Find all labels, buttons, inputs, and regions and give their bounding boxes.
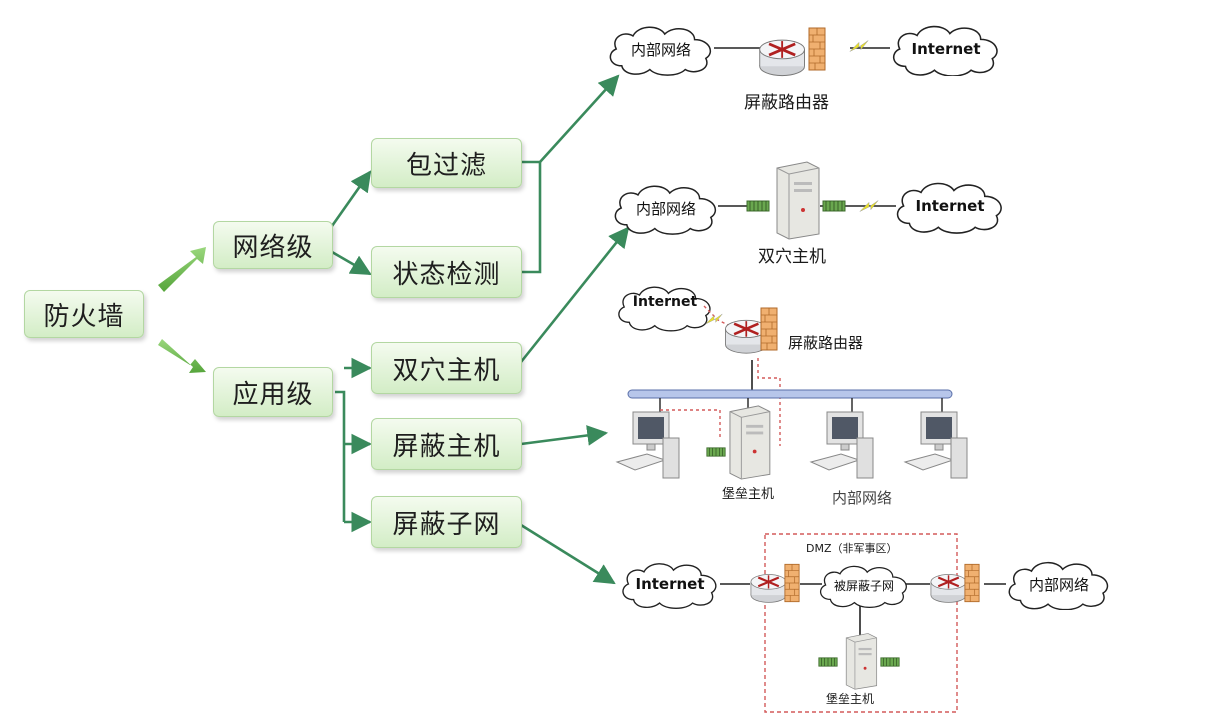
network-level-box: 网络级 — [213, 221, 333, 269]
d3-router-label: 屏蔽路由器 — [788, 334, 864, 352]
d3-internal-label: 内部网络 — [832, 489, 893, 507]
screened-subnet-box: 屏蔽子网 — [371, 496, 522, 548]
big-arrow-down — [158, 339, 206, 373]
app-level-box: 应用级 — [213, 367, 333, 417]
big-arrow-up — [158, 247, 206, 292]
d2-internet-label: Internet — [915, 197, 985, 215]
diagram2 — [614, 161, 1002, 240]
screened-host-box: 屏蔽主机 — [371, 418, 522, 470]
d1-internal-label: 内部网络 — [630, 40, 691, 59]
d4-internal-label: 内部网络 — [1028, 575, 1089, 594]
packet-filter-box: 包过滤 — [371, 138, 522, 188]
diagram4 — [622, 533, 1109, 713]
d2-caption: 双穴主机 — [758, 247, 826, 267]
d4-internet-label: Internet — [635, 575, 705, 593]
d2-internal-label: 内部网络 — [635, 199, 696, 218]
d1-internet-label: Internet — [911, 40, 981, 58]
d1-caption: 屏蔽路由器 — [744, 93, 829, 113]
tree-connectors — [330, 74, 630, 585]
diagram3 — [616, 286, 968, 480]
d4-dmz-label: DMZ（非军事区） — [806, 542, 898, 555]
d3-internet-label: Internet — [632, 294, 698, 310]
d4-subnet-label: 被屏蔽子网 — [833, 578, 894, 593]
d3-bastion-label: 堡垒主机 — [722, 487, 775, 502]
diagram1 — [609, 25, 998, 78]
stateful-inspection-box: 状态检测 — [371, 246, 522, 298]
d4-bastion-label: 堡垒主机 — [826, 692, 875, 706]
root-box: 防火墙 — [24, 290, 144, 338]
dual-homed-box: 双穴主机 — [371, 342, 522, 394]
